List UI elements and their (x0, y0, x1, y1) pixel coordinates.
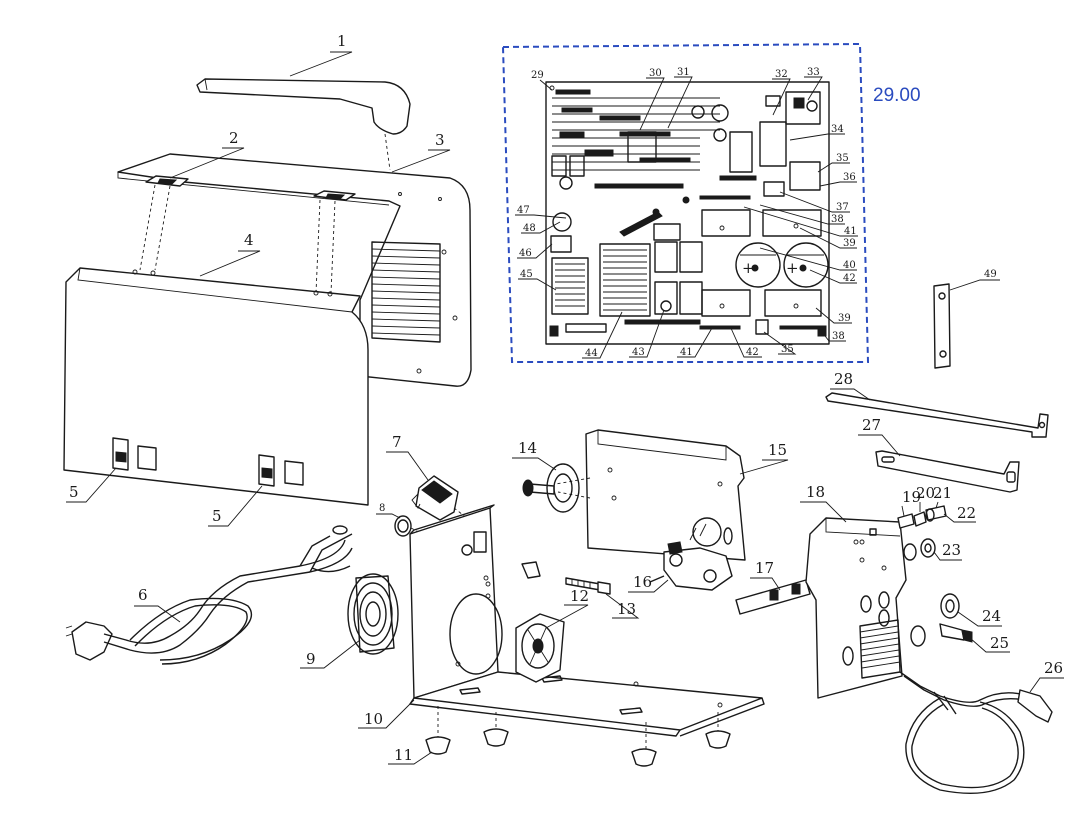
bracket-28-part (825, 392, 1049, 438)
callout-47: 47 (517, 205, 530, 216)
callout-37: 37 (836, 202, 849, 213)
callout-34: 34 (831, 124, 844, 135)
callout-23: 23 (942, 541, 961, 559)
callout-20: 20 (916, 484, 935, 502)
callout-35-bottom: 35 (781, 344, 794, 355)
pcb-assembly: 29.00 (501, 42, 921, 363)
callout-11: 11 (394, 746, 413, 764)
callout-42-top: 42 (843, 273, 856, 284)
callout-24: 24 (982, 607, 1001, 625)
nut-part (394, 515, 431, 539)
callout-43: 43 (632, 347, 645, 358)
svg-text:+: + (786, 259, 799, 277)
gas-fitting-part (521, 463, 580, 579)
torch-cable-part (899, 671, 1053, 795)
front-fittings-parts (897, 505, 973, 647)
internal-plate-part (555, 429, 746, 561)
power-cord-part (65, 525, 353, 665)
callout-14: 14 (518, 439, 537, 457)
callout-18: 18 (806, 483, 825, 501)
callout-33: 33 (807, 67, 820, 78)
side-panel-part (63, 267, 369, 506)
main-callouts: 1 2 3 4 5 5 6 7 8 9 10 11 12 13 14 15 16… (66, 32, 1064, 765)
callout-38-top: 38 (831, 214, 844, 225)
callout-21: 21 (933, 484, 952, 502)
latch-clip (112, 437, 304, 487)
rubber-feet-part (425, 728, 731, 767)
callout-46: 46 (519, 248, 532, 259)
callout-7: 7 (392, 433, 402, 451)
callout-40: 40 (843, 260, 856, 271)
callout-36: 36 (843, 172, 856, 183)
callout-1: 1 (337, 32, 347, 50)
callout-45: 45 (520, 269, 533, 280)
small-board-part (735, 579, 811, 615)
callout-16: 16 (633, 573, 652, 591)
handle-part (196, 78, 411, 171)
callout-28: 28 (834, 370, 853, 388)
callout-44: 44 (585, 348, 598, 359)
switch-part (411, 475, 481, 529)
callout-17: 17 (755, 559, 774, 577)
bracket-27-part (875, 450, 1020, 493)
callout-15: 15 (768, 441, 787, 459)
callout-38-bottom: 38 (832, 331, 845, 342)
pcb-part-number: 29.00 (873, 85, 921, 106)
callout-22: 22 (957, 504, 976, 522)
callout-42-bottom: 42 (746, 347, 759, 358)
callout-32: 32 (775, 69, 788, 80)
fan-part (515, 613, 565, 683)
callout-3: 3 (435, 131, 445, 149)
svg-text:+: + (742, 259, 755, 277)
chassis-part (409, 504, 765, 752)
callout-35-top: 35 (836, 153, 849, 164)
callout-27: 27 (862, 416, 881, 434)
callout-31: 31 (677, 67, 690, 78)
callout-19: 19 (902, 488, 921, 506)
callout-26: 26 (1044, 659, 1063, 677)
callout-10: 10 (364, 710, 383, 728)
callout-4: 4 (244, 231, 254, 249)
hinge-bracket-part (139, 175, 356, 294)
callout-25: 25 (990, 634, 1009, 652)
pcb-callouts: 29 30 31 32 33 34 35 36 37 38 41 39 40 (515, 67, 858, 359)
callout-8: 8 (379, 503, 385, 514)
callout-39-top: 39 (843, 238, 856, 249)
stud-part (565, 577, 611, 595)
vent-slots (371, 241, 441, 343)
pcb-components: + + (549, 85, 829, 337)
callout-39-bottom: 39 (838, 313, 851, 324)
callout-30: 30 (649, 68, 662, 79)
callout-6: 6 (138, 586, 148, 604)
pcb-frame (501, 42, 870, 363)
callout-5-right: 5 (212, 507, 222, 525)
fan-guard-part (347, 573, 399, 655)
callout-41-bottom: 41 (680, 347, 693, 358)
bracket-49-part (933, 283, 951, 369)
callout-2: 2 (229, 129, 239, 147)
callout-29: 29 (531, 70, 544, 81)
wire-feeder-part (649, 523, 733, 591)
callout-9: 9 (306, 650, 316, 668)
callout-41-top: 41 (844, 226, 857, 237)
callout-12: 12 (570, 587, 589, 605)
callout-48: 48 (523, 223, 536, 234)
callout-49: 49 (984, 269, 997, 280)
front-panel-part (805, 517, 907, 699)
callout-5-left: 5 (69, 483, 79, 501)
